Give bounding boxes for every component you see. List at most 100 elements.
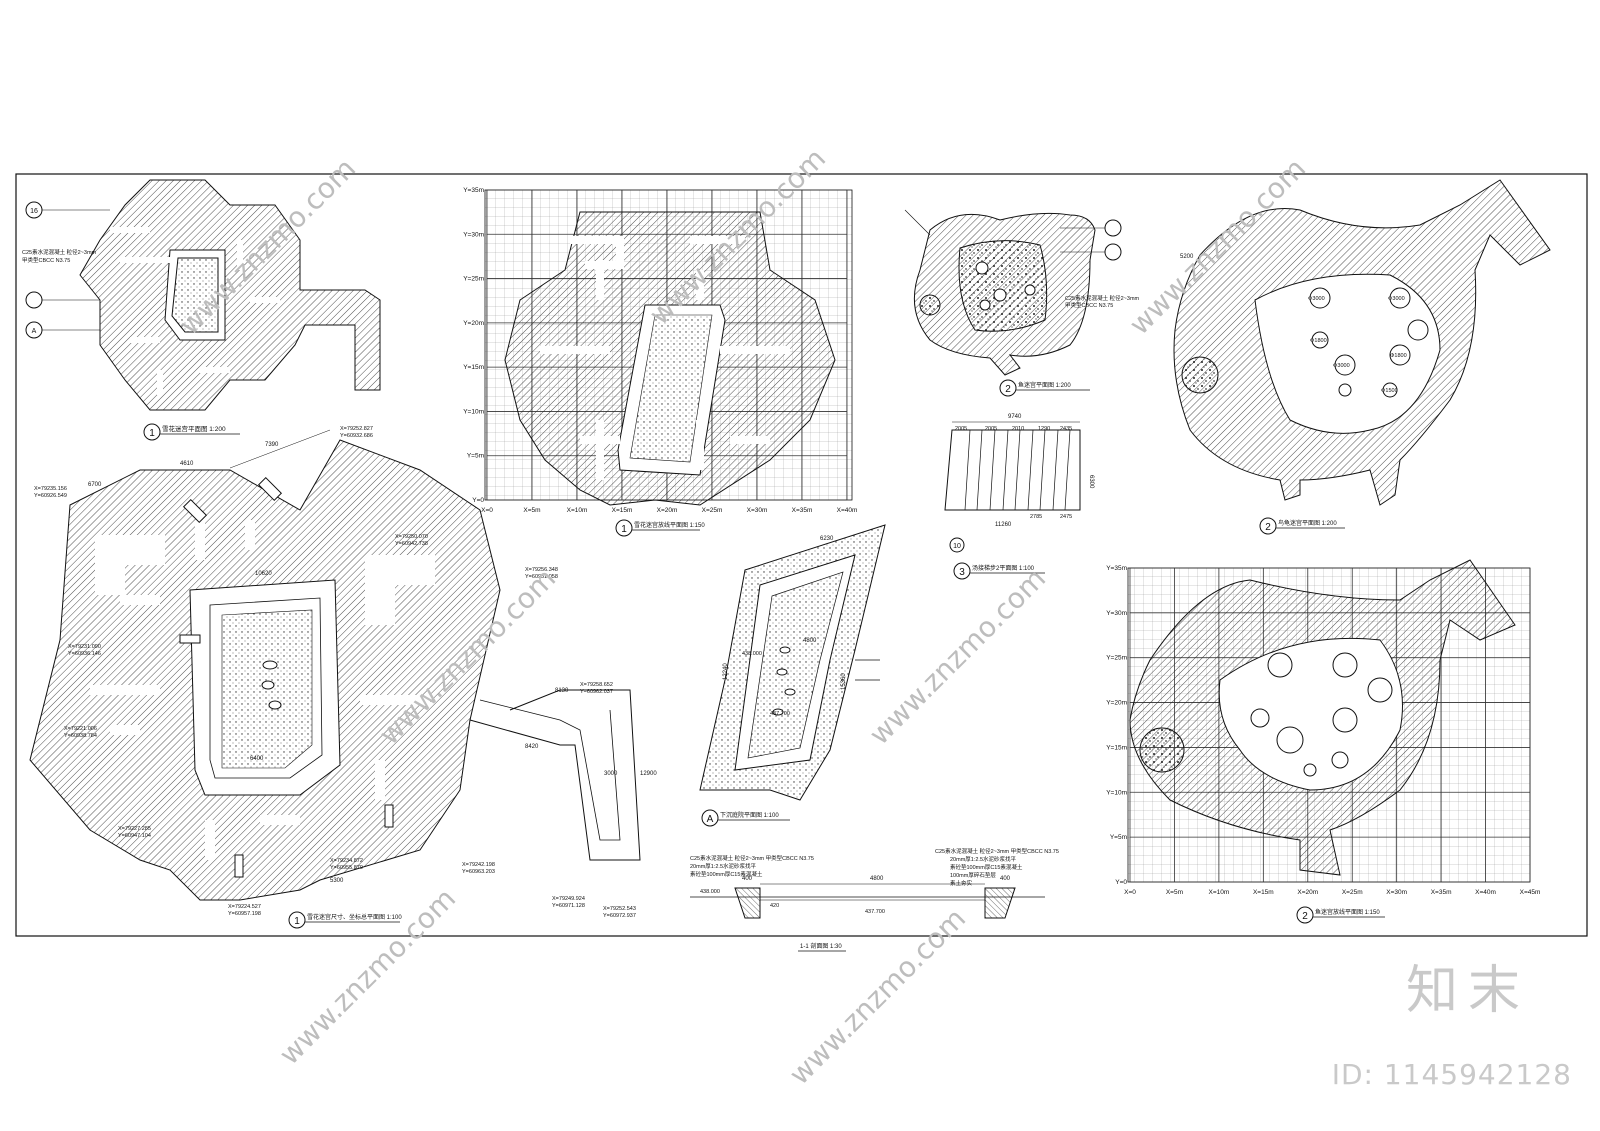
panel-title: 鱼迷宫平面图 1:200 <box>1018 381 1071 389</box>
coord-10: X=79242.198 <box>462 862 495 868</box>
grid-y-label: Y=15m <box>1106 744 1127 751</box>
grid-x-label: X=30m <box>1386 889 1407 896</box>
dim-8420: 8420 <box>525 744 539 750</box>
dim-section-4800: 4800 <box>870 876 884 882</box>
coord-3b: Y=60942.738 <box>395 541 428 547</box>
dim-phi3000c: Φ3000 <box>1333 363 1350 369</box>
elev-437: 437.700 <box>770 711 790 717</box>
callout-10: 10 <box>953 543 961 550</box>
dim-11260: 11260 <box>995 522 1012 528</box>
grid-x-label: X=0 <box>481 507 493 514</box>
section-note-left-3: 素砼垫100mm厚C15素混凝土 <box>690 870 763 878</box>
grid-x-label: X=40m <box>837 507 858 514</box>
grid-y-label: Y=10m <box>1106 789 1127 796</box>
dim-section-420: 420 <box>770 903 779 909</box>
dim-2010: 2010 <box>1012 426 1024 432</box>
grid-x-label: X=20m <box>657 507 678 514</box>
fish-note-2: 甲类型CBCC N3.75 <box>1065 301 1113 309</box>
sheet-frame <box>15 173 1588 937</box>
grid-x-label: X=5m <box>1166 889 1183 896</box>
dim-phi3000a: Φ3000 <box>1308 296 1325 302</box>
fish-maze-small-plan: C25素水泥混凝土 粒径2~3mm 甲类型CBCC N3.75 2 鱼迷宫平面图… <box>904 209 1140 397</box>
dim-phi1800a: Φ1800 <box>1310 338 1327 344</box>
panel-title: 鸟龟迷宫平面图 1:200 <box>1278 519 1337 527</box>
grid-y-label: Y=20m <box>463 320 484 327</box>
section-note-left-2: 20mm厚1:2.5水泥砂浆找平 <box>690 862 757 870</box>
coord-9: X=79234.872 <box>330 858 363 864</box>
coord-5: X=79231.090 <box>68 644 101 650</box>
sunken-courtyard-plan: 6230 4800 12240 15360 438.000 437.700 A … <box>699 524 886 827</box>
panel-num: 2 <box>1265 522 1271 533</box>
grid-y-label: Y=25m <box>463 276 484 283</box>
grid-y-label: Y=5m <box>1110 834 1127 841</box>
grid-x-label: X=5m <box>523 507 540 514</box>
dim-5300: 5300 <box>330 878 344 884</box>
dim-10620: 10620 <box>255 571 272 577</box>
coord-11: X=79224.527 <box>228 904 261 910</box>
callout-16: 16 <box>30 208 38 215</box>
dim-6400: 6400 <box>250 756 264 762</box>
elev-438: 438.000 <box>742 651 762 657</box>
dim-12900: 12900 <box>640 771 657 777</box>
note-cbcc: 甲类型CBCC N3.75 <box>22 256 70 264</box>
dim-6300: 6300 <box>1088 475 1094 489</box>
dim-6700: 6700 <box>88 482 102 488</box>
grid-x-label: X=15m <box>1253 889 1274 896</box>
coord-4: X=79256.348 <box>525 567 558 573</box>
panel-num: 1 <box>621 524 627 535</box>
coord-6b: Y=60938.784 <box>64 733 97 739</box>
coord-1b: Y=60932.686 <box>340 433 373 439</box>
grid-x-label: X=25m <box>1342 889 1363 896</box>
panel-title: 雪花迷宫尺寸、坐标总平面图 1:100 <box>307 913 402 921</box>
dim-2475: 2475 <box>1060 514 1072 520</box>
grid-x-label: X=35m <box>792 507 813 514</box>
panel-title: 雪花迷宫平面图 1:200 <box>162 424 226 433</box>
coord-13b: Y=60972.937 <box>603 913 636 919</box>
coord-8: X=79227.285 <box>118 826 151 832</box>
dim-6230: 6230 <box>820 536 834 542</box>
coord-7: X=79258.652 <box>580 682 613 688</box>
coord-5b: Y=60936.146 <box>68 651 101 657</box>
panel-num: A <box>707 814 714 825</box>
brand-logo-text: 知末 <box>1405 961 1530 1021</box>
dim-2435: 2435 <box>1060 426 1072 432</box>
grid-y-label: Y=30m <box>1106 610 1127 617</box>
coord-12: X=79249.924 <box>552 896 585 902</box>
dim-phi1500: Φ1500 <box>1381 388 1398 394</box>
coord-3: X=79250.070 <box>395 534 428 540</box>
coord-13: X=79252.543 <box>603 906 636 912</box>
coord-10b: Y=60963.203 <box>462 869 495 875</box>
dim-15360: 15360 <box>841 673 847 690</box>
section-note-2: 20mm厚1:2.5水泥砂浆找平 <box>950 855 1017 863</box>
dim-4800: 4800 <box>803 638 817 644</box>
dim-section-400b: 400 <box>1000 876 1011 882</box>
dim-9740: 9740 <box>1008 414 1022 420</box>
section-note-1: C25素水泥混凝土 粒径2~3mm 甲类型CBCC N3.75 <box>935 847 1059 855</box>
grid-x-label: X=15m <box>612 507 633 514</box>
panel-title: 鱼迷宫放线平面图 1:150 <box>1315 908 1380 916</box>
panel-title: 雪花迷宫放线平面图 1:150 <box>634 521 705 529</box>
panel-num: 3 <box>959 567 965 578</box>
dim-4610: 4610 <box>180 461 194 467</box>
dim-1290: 1290 <box>1038 426 1050 432</box>
panel-title: 汤接梯步2平面图 1:100 <box>972 564 1035 572</box>
grid-x-label: X=30m <box>747 507 768 514</box>
section-note-5: 素土夯实 <box>950 879 973 887</box>
coord-11b: Y=60957.198 <box>228 911 261 917</box>
grid-y-label: Y=30m <box>463 231 484 238</box>
dim-2785: 2785 <box>1030 514 1042 520</box>
grid-x-label: X=35m <box>1431 889 1452 896</box>
snowflake-coordinate-plan: 7390 4610 6700 10620 6400 8130 8420 3000… <box>29 426 657 929</box>
grid-x-label: X=25m <box>702 507 723 514</box>
note-concrete: C25素水泥混凝土 粒径2~3mm <box>22 248 97 256</box>
grid-y-label: Y=0 <box>472 497 484 504</box>
coord-8b: Y=60947.104 <box>118 833 151 839</box>
image-id-text: ID: 1145942128 <box>1331 1058 1572 1091</box>
section-note-left-1: C25素水泥混凝土 粒径2~3mm 甲类型CBCC N3.75 <box>690 854 814 862</box>
dim-8130: 8130 <box>555 688 569 694</box>
elev-section-1: 438.000 <box>700 889 720 895</box>
